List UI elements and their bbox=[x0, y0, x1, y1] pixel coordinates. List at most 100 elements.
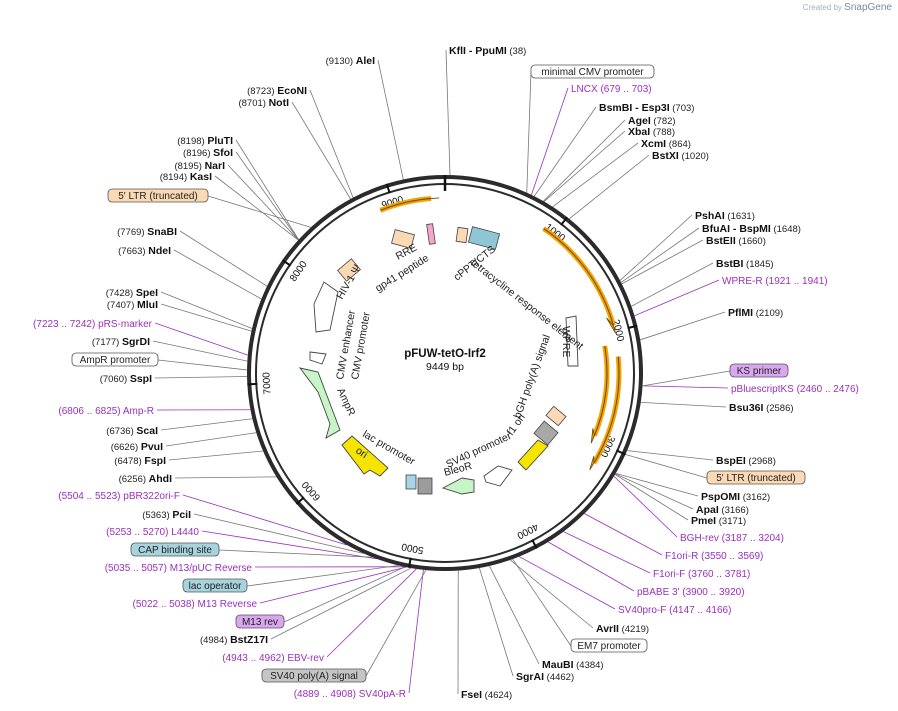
tick-mark-1000 bbox=[560, 216, 568, 226]
ltr-arrow-2-head bbox=[606, 317, 617, 334]
enzyme-connector bbox=[227, 164, 299, 241]
enzyme-connector bbox=[627, 450, 714, 461]
enzyme-connector bbox=[614, 474, 689, 521]
ltr-arrow-4-outline bbox=[593, 356, 620, 464]
snapgene-logo: SnapGene bbox=[844, 2, 892, 13]
gp41-peptide-box bbox=[426, 223, 436, 245]
bleo-box bbox=[417, 477, 433, 495]
primer-site: F1ori-F (3760 .. 3781) bbox=[653, 569, 750, 580]
primer-site: (5022 .. 5038) M13 Reverse bbox=[132, 599, 257, 610]
svg-text:M13 rev: M13 rev bbox=[242, 617, 278, 628]
feature-connector bbox=[512, 558, 572, 647]
enzyme-connector bbox=[543, 119, 626, 202]
enzyme-site: PshAI (1631) bbox=[695, 210, 755, 222]
enzyme-connector bbox=[552, 142, 639, 208]
enzyme-connector bbox=[214, 175, 299, 241]
primer-connector bbox=[201, 530, 377, 560]
primer-site: (5253 .. 5270) L4440 bbox=[106, 527, 199, 538]
feature-box: M13 rev bbox=[235, 614, 285, 629]
enzyme-connector bbox=[620, 227, 700, 283]
svg-text:CAP binding site: CAP binding site bbox=[138, 545, 212, 556]
enzyme-connector bbox=[543, 130, 626, 202]
enzyme-connector bbox=[445, 49, 451, 176]
enzyme-connector bbox=[235, 151, 299, 241]
tick-mark-9000 bbox=[385, 183, 391, 194]
tick-mark-8000 bbox=[281, 259, 292, 267]
enzyme-site: PmeI (3171) bbox=[691, 515, 746, 527]
svg-text:KS primer: KS primer bbox=[737, 366, 782, 377]
enzyme-connector bbox=[640, 401, 727, 408]
plasmid-name: pFUW-tetO-Irf2 bbox=[404, 348, 486, 360]
primer-site: pBABE 3' (3900 .. 3920) bbox=[637, 587, 745, 598]
primer-site: BGH-rev (3187 .. 3204) bbox=[680, 533, 784, 544]
ltr-arrow-2-outline bbox=[543, 228, 614, 326]
feature-box: CAP binding site bbox=[130, 542, 220, 557]
enzyme-connector bbox=[270, 567, 412, 640]
enzyme-connector bbox=[291, 101, 351, 200]
enzyme-site: (7769) SnaBI bbox=[117, 226, 177, 238]
enzyme-connector bbox=[631, 262, 714, 307]
enzyme-connector bbox=[160, 418, 253, 431]
enzyme-connector bbox=[489, 565, 540, 665]
wpre-arrow bbox=[565, 315, 579, 367]
ltr-arrow-2 bbox=[542, 226, 616, 327]
svg-text:5' LTR (truncated): 5' LTR (truncated) bbox=[118, 191, 198, 202]
enzyme-site: MauBI (4384) bbox=[542, 659, 604, 671]
primer-connector bbox=[613, 475, 678, 538]
feature-box: 5' LTR (truncated) bbox=[706, 470, 806, 485]
enzyme-site: (8194) KasI bbox=[160, 171, 212, 183]
tick-mark-5000 bbox=[407, 557, 412, 568]
feature-connector bbox=[218, 549, 373, 558]
enzyme-site: AgeI (782) bbox=[628, 115, 676, 127]
cmv-enhancer-arrow bbox=[313, 281, 339, 333]
primer-site: SV40pro-F (4147 .. 4166) bbox=[618, 605, 731, 616]
primer-site: (6806 .. 6825) Amp-R bbox=[58, 406, 154, 417]
enzyme-site: (7428) SpeI bbox=[106, 287, 158, 299]
enzyme-connector bbox=[152, 340, 248, 362]
hiv-psi-box bbox=[337, 258, 361, 282]
primer-site: (5504 .. 5523) pBR322ori-F bbox=[58, 491, 180, 502]
feature-connector bbox=[157, 359, 248, 371]
cppt-cts-box bbox=[455, 226, 469, 244]
enzyme-connector bbox=[168, 450, 264, 461]
tick-mark-7000 bbox=[247, 382, 258, 386]
enzyme-connector bbox=[640, 311, 726, 341]
enzyme-site: (8198) PluTI bbox=[177, 135, 233, 147]
enzyme-connector bbox=[615, 473, 699, 497]
feature-box: 5' LTR (truncated) bbox=[107, 188, 209, 203]
svg-text:SV40 poly(A) signal: SV40 poly(A) signal bbox=[270, 671, 358, 682]
primer-connector bbox=[642, 385, 729, 389]
svg-text:minimal CMV promoter: minimal CMV promoter bbox=[541, 67, 644, 78]
feature-box: minimal CMV promoter bbox=[530, 64, 655, 79]
enzyme-site: (6478) FspI bbox=[114, 455, 166, 467]
enzyme-connector bbox=[619, 214, 693, 281]
primer-connector bbox=[408, 569, 424, 694]
enzyme-site: (6626) PvuI bbox=[111, 441, 163, 453]
enzyme-site: BspEI (2968) bbox=[716, 455, 776, 467]
enzyme-site: (9130) AleI bbox=[326, 55, 375, 67]
svg-text:lac operator: lac operator bbox=[189, 581, 242, 592]
primer-site: pBluescriptKS (2460 .. 2476) bbox=[731, 384, 859, 395]
ltr-arrow-3-outline bbox=[593, 345, 608, 436]
enzyme-site: BfuAI - BspMI (1648) bbox=[702, 223, 801, 235]
ltr-arrow-4-head bbox=[589, 456, 595, 471]
primer-site: WPRE-R (1921 .. 1941) bbox=[722, 276, 828, 287]
enzyme-site: PspOMI (3162) bbox=[701, 491, 770, 503]
f1-ori-arrow bbox=[517, 439, 549, 471]
enzyme-site: BstXI (1020) bbox=[652, 150, 709, 162]
enzyme-site: SgrAI (4462) bbox=[516, 671, 574, 683]
enzyme-site: BstEII (1660) bbox=[706, 235, 766, 247]
enzyme-site: (7663) NdeI bbox=[118, 245, 171, 257]
plasmid-length: 9449 bp bbox=[426, 361, 464, 373]
ltr-arrow-1-head bbox=[423, 197, 440, 200]
primer-connector bbox=[154, 322, 248, 356]
ori-arrow bbox=[341, 435, 389, 477]
primer-connector bbox=[259, 566, 407, 604]
ltr-arrow-3-head bbox=[590, 428, 595, 444]
enzyme-site: (7177) SgrDI bbox=[92, 336, 150, 348]
enzyme-site: BsmBI - Esp3I (703) bbox=[599, 102, 694, 114]
feature-connector bbox=[526, 71, 532, 193]
cmv-promoter-arrow bbox=[309, 351, 327, 365]
enzyme-connector bbox=[165, 432, 257, 447]
